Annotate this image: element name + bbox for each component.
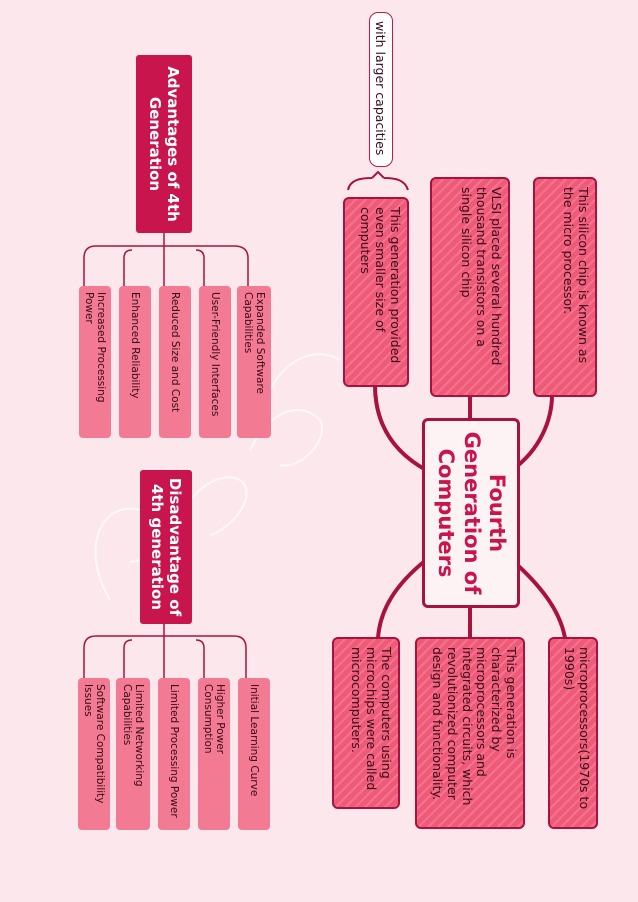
disadvantage-label: Software Compatibility Issues bbox=[82, 684, 107, 804]
advantage-label: Expanded Software Capabilities bbox=[242, 292, 267, 395]
node-vlsi: VLSI placed several hundred thousand tra… bbox=[430, 177, 510, 397]
advantage-item: Reduced Size and Cost bbox=[159, 286, 191, 438]
disadvantage-item: Limited Processing Power bbox=[158, 678, 190, 830]
capacities-note: with larger capacities bbox=[369, 12, 393, 167]
advantages-title: Advantages of 4th Generation bbox=[146, 66, 182, 222]
node-silicon-chip: This silicon chip is known as the micro … bbox=[533, 177, 597, 397]
disadvantage-item: Higher Power Consumption bbox=[198, 678, 230, 830]
central-topic: Fourth Generation of Computers bbox=[422, 418, 520, 608]
disadvantage-item: Limited Networking Capabilities bbox=[116, 678, 150, 830]
advantages-header: Advantages of 4th Generation bbox=[136, 55, 192, 233]
disadvantage-label: Higher Power Consumption bbox=[202, 684, 227, 754]
node-vlsi-text: VLSI placed several hundred thousand tra… bbox=[459, 187, 505, 366]
node-smaller-size: This generation provided even smaller si… bbox=[343, 197, 409, 387]
node-microcomputers-text: The computers using microchips were call… bbox=[349, 647, 395, 791]
node-microprocessors-era-text: microprocessors(1970s to 1990s) bbox=[562, 647, 592, 810]
advantage-label: Reduced Size and Cost bbox=[169, 292, 182, 413]
disadvantage-label: Limited Networking Capabilities bbox=[121, 684, 146, 787]
advantage-item: Increased Processing Power bbox=[79, 286, 111, 438]
disadvantage-label: Limited Processing Power bbox=[168, 684, 181, 818]
node-microcomputers: The computers using microchips were call… bbox=[332, 637, 400, 809]
advantage-label: User-Friendly Interfaces bbox=[209, 292, 222, 417]
disadvantage-item: Initial Learning Curve bbox=[238, 678, 270, 830]
advantage-label: Enhanced Reliability bbox=[129, 292, 142, 399]
disadvantage-item: Software Compatibility Issues bbox=[78, 678, 110, 830]
node-characterized-text: This generation is characterized by micr… bbox=[430, 647, 519, 806]
advantage-label: Increased Processing Power bbox=[83, 292, 108, 403]
disadvantage-label: Initial Learning Curve bbox=[248, 684, 261, 797]
central-topic-title: Fourth Generation of Computers bbox=[434, 431, 509, 595]
disadvantages-header: Disadvantage of 4th generation bbox=[140, 470, 192, 624]
node-characterized: This generation is characterized by micr… bbox=[415, 637, 525, 829]
advantage-item: User-Friendly Interfaces bbox=[199, 286, 231, 438]
advantage-item: Enhanced Reliability bbox=[119, 286, 151, 438]
advantage-item: Expanded Software Capabilities bbox=[237, 286, 271, 438]
capacities-note-text: with larger capacities bbox=[373, 21, 389, 156]
node-silicon-chip-text: This silicon chip is known as the micro … bbox=[561, 187, 591, 364]
node-microprocessors-era: microprocessors(1970s to 1990s) bbox=[548, 637, 598, 829]
disadvantages-title: Disadvantage of 4th generation bbox=[148, 477, 184, 617]
node-smaller-size-text: This generation provided even smaller si… bbox=[358, 207, 404, 364]
